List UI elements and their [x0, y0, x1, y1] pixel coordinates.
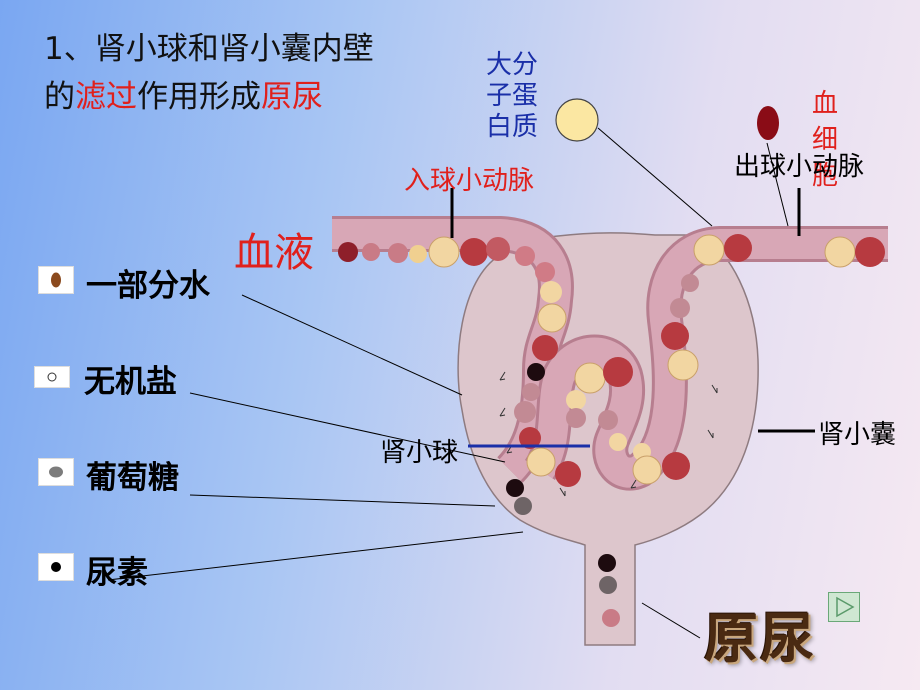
slide-title-line1: 1、肾小球和肾小囊内壁 [44, 31, 374, 67]
protein-label: 大分 子蛋 白质 [486, 50, 539, 142]
next-slide-button[interactable] [828, 592, 860, 622]
blood-cells [338, 234, 885, 487]
filtrate-particles [506, 479, 620, 627]
afferent-arteriole-label: 入球小动脉 [404, 166, 535, 196]
efferent-arteriole-label: 出球小动脉 [734, 152, 865, 182]
legend-salt: 无机盐 [84, 364, 177, 400]
pointer-lines [107, 127, 789, 639]
capsule-label: 肾小囊 [818, 420, 897, 450]
blood-cell-label: 血 细 胞 [812, 89, 839, 191]
legend-urea: 尿素 [86, 555, 148, 591]
slide-title-line2: 的滤过作用形成原尿 [44, 79, 323, 115]
legend-water: 一部分水 [86, 268, 210, 304]
glucose-swatch [38, 458, 74, 486]
water-swatch [38, 266, 74, 294]
play-icon [836, 596, 855, 618]
urea-swatch [38, 553, 74, 581]
red-blood-cell-icon [757, 106, 779, 140]
protein-molecule-icon [555, 98, 599, 142]
legend-glucose: 葡萄糖 [86, 460, 179, 496]
glomerulus-label: 肾小球 [380, 438, 459, 468]
salt-swatch [34, 366, 70, 388]
blood-label: 血液 [234, 230, 314, 276]
primary-urine-label: 原尿 [704, 606, 816, 670]
